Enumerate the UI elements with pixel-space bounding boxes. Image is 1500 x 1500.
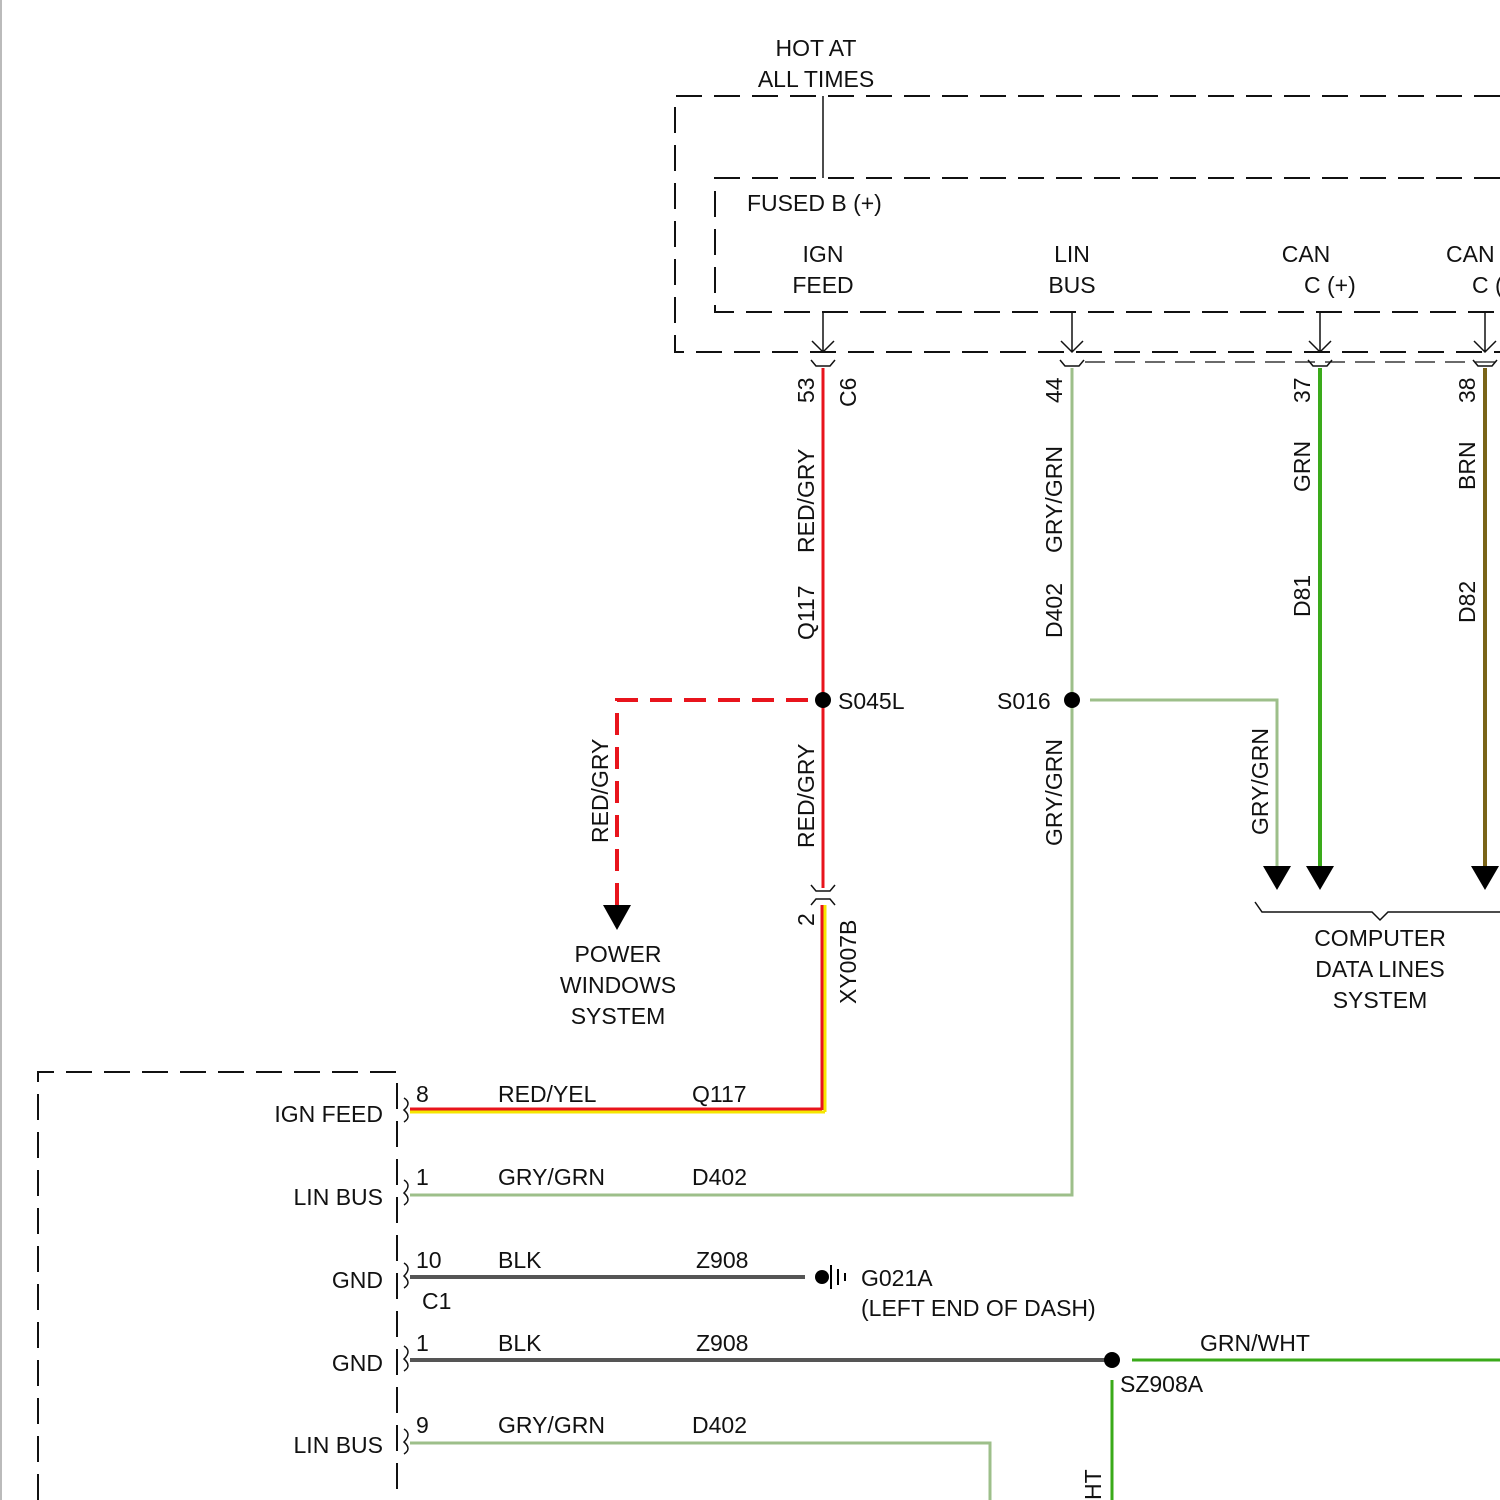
circuit-d81: D81 <box>1289 575 1315 617</box>
pin-53: 53 <box>793 377 819 403</box>
row-pin-10: 10 <box>416 1247 442 1273</box>
fused-label: FUSED B (+) <box>747 190 882 216</box>
splice-s045l-label: S045L <box>838 688 905 714</box>
wire-color-gry-grn-branch: GRY/GRN <box>1247 728 1273 835</box>
arrow-can-plus-icon <box>1306 866 1334 890</box>
arrow-power-windows-icon <box>603 905 631 930</box>
wire-color-grn-wht: GRN/WHT <box>1200 1330 1310 1356</box>
row-pin-9: 9 <box>416 1412 429 1438</box>
pin-44: 44 <box>1041 377 1067 403</box>
wire-color-gry-grn: GRY/GRN <box>1041 446 1067 553</box>
row-color-blk: BLK <box>498 1247 542 1273</box>
pin-label-can-plus: CAN <box>1282 241 1331 267</box>
splice-sz908a-label: SZ908A <box>1120 1371 1204 1397</box>
wire-color-red-gry: RED/GRY <box>793 449 819 553</box>
splice-s016-dot <box>1064 692 1080 708</box>
wire-color-red-gry-lower: RED/GRY <box>793 744 819 848</box>
inline-connector-label: XY007B <box>835 920 861 1004</box>
data-lines-bracket <box>1255 902 1500 920</box>
row-pin-1b: 1 <box>416 1330 429 1356</box>
arrow-data-lin-icon <box>1263 866 1291 890</box>
wire-lin-bus-lower <box>410 1443 990 1500</box>
circuit-d402: D402 <box>1041 583 1067 638</box>
row-label-lin-bus: LIN BUS <box>294 1184 383 1210</box>
row-pin-1: 1 <box>416 1164 429 1190</box>
inline-pin-2: 2 <box>793 913 819 926</box>
row-circuit-q117: Q117 <box>692 1081 747 1107</box>
ground-g021a-icon <box>815 1265 845 1289</box>
pin-label-ign-2: FEED <box>792 272 853 298</box>
row-label-ign-feed: IGN FEED <box>274 1101 383 1127</box>
ground-name: G021A <box>861 1265 933 1291</box>
outer-module-box <box>675 96 1500 352</box>
row-circuit-z908: Z908 <box>696 1247 748 1273</box>
connector-c1: C1 <box>422 1288 451 1314</box>
row-label-gnd-2: GND <box>332 1350 383 1376</box>
circuit-d82: D82 <box>1454 581 1480 623</box>
wire-color-power-windows: RED/GRY <box>587 739 613 843</box>
top-module: HOT AT ALL TIMES FUSED B (+) IGN FEED LI… <box>675 35 1500 362</box>
pin-label-lin-2: BUS <box>1048 272 1095 298</box>
row-circuit-z908-2: Z908 <box>696 1330 748 1356</box>
row-color-red-yel: RED/YEL <box>498 1081 597 1107</box>
wire-color-gry-grn-lower: GRY/GRN <box>1041 739 1067 846</box>
wire-color-grn-wht-vertical: HT <box>1080 1469 1106 1500</box>
pin-label-can-plus-2: C (+) <box>1304 272 1356 298</box>
connector-c6: C6 <box>835 378 861 407</box>
circuit-q117: Q117 <box>793 585 819 640</box>
row-color-gry-grn: GRY/GRN <box>498 1164 605 1190</box>
row-color-blk-2: BLK <box>498 1330 542 1356</box>
row-circuit-d402-2: D402 <box>692 1412 747 1438</box>
data-lines-3: SYSTEM <box>1333 987 1428 1013</box>
power-windows-1: POWER <box>575 941 662 967</box>
pin-37: 37 <box>1289 377 1315 403</box>
power-windows-3: SYSTEM <box>571 1003 666 1029</box>
arrow-can-minus-icon <box>1471 866 1499 890</box>
pin-label-can-minus: CAN <box>1446 241 1495 267</box>
row-color-gry-grn-2: GRY/GRN <box>498 1412 605 1438</box>
data-lines-2: DATA LINES <box>1315 956 1445 982</box>
row-pin-8: 8 <box>416 1081 429 1107</box>
wire-color-grn: GRN <box>1289 441 1315 492</box>
pin-label-lin: LIN <box>1054 241 1090 267</box>
row-label-gnd: GND <box>332 1267 383 1293</box>
wire-color-brn: BRN <box>1454 441 1480 490</box>
data-lines-1: COMPUTER <box>1314 925 1446 951</box>
pin-38: 38 <box>1454 377 1480 403</box>
power-windows-2: WINDOWS <box>560 972 676 998</box>
splice-sz908a-dot <box>1104 1352 1120 1368</box>
row-label-lin-bus-2: LIN BUS <box>294 1432 383 1458</box>
pin-label-ign: IGN <box>803 241 844 267</box>
wire-power-windows-branch <box>617 700 808 905</box>
hot-label-2: ALL TIMES <box>758 66 874 92</box>
splice-s045l-dot <box>815 692 831 708</box>
row-circuit-d402: D402 <box>692 1164 747 1190</box>
terminal-arrows <box>811 312 1497 366</box>
wire-ign-feed <box>410 368 835 1112</box>
hot-label-1: HOT AT <box>776 35 857 61</box>
ground-location: (LEFT END OF DASH) <box>861 1295 1096 1321</box>
splice-s016-label: S016 <box>997 688 1051 714</box>
pin-label-can-minus-2: C ( <box>1472 272 1500 298</box>
